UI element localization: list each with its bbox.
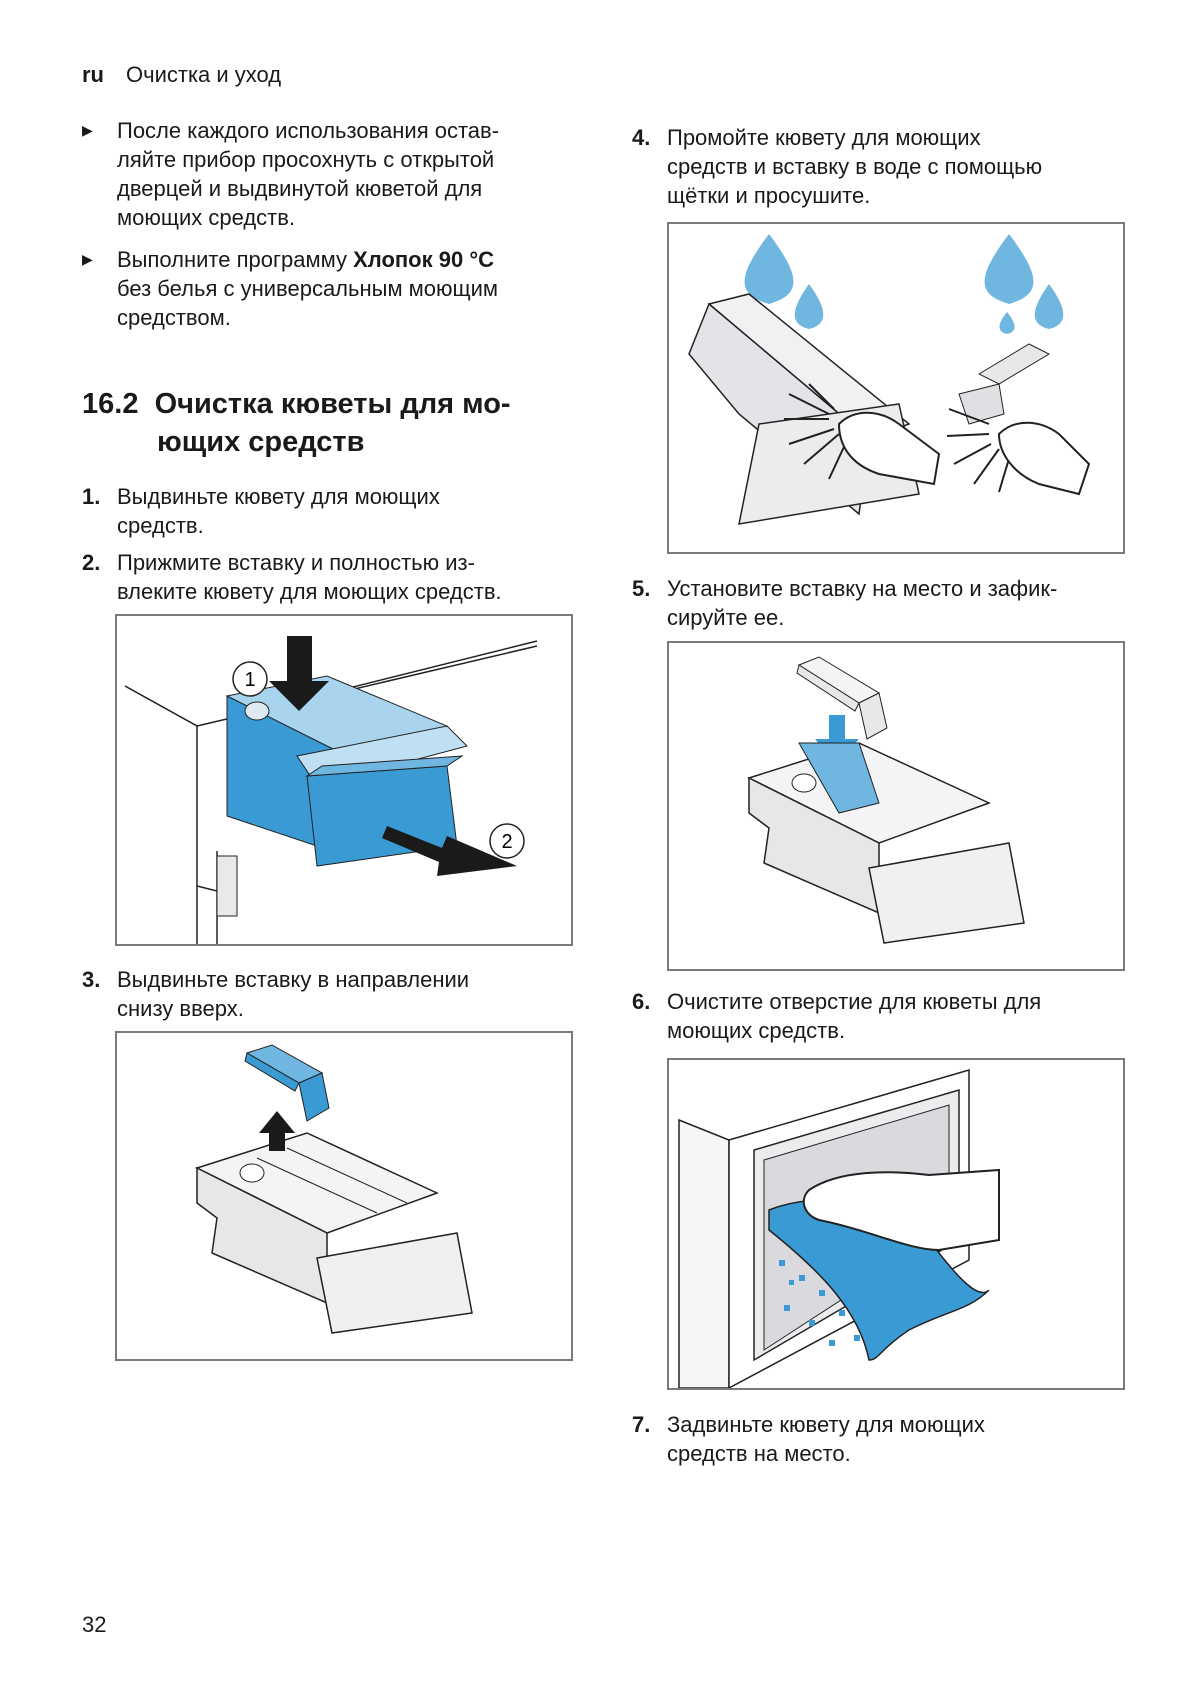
text-line: моющих средств.	[667, 1018, 846, 1043]
step-6-text: Очистите отверстие для кюветы для моющих…	[667, 987, 1041, 1045]
language-code: ru	[82, 62, 104, 87]
step-number: 7.	[632, 1412, 651, 1437]
reinsert-illustration	[747, 656, 1025, 944]
step-number: 3.	[82, 967, 101, 992]
text-line: ляйте прибор просохнуть с открытой	[117, 147, 495, 172]
marker-2-label: 2	[501, 831, 512, 853]
step-5-text: Установите вставку на место и зафик- сир…	[667, 574, 1057, 632]
heading-line: 16.2 Очистка кюветы для мо-	[82, 385, 511, 423]
figure-lift-insert	[115, 1031, 573, 1361]
drawer-removal-illustration: 1 2	[124, 636, 538, 944]
heading-number: 16.2	[82, 388, 139, 420]
marker-1-label: 1	[244, 669, 255, 691]
text-line: Выполните программу Хлопок 90 °C	[117, 245, 498, 274]
heading-line: ющих средств	[157, 426, 365, 458]
program-name: Хлопок 90 °C	[353, 247, 495, 272]
insert-lift-illustration	[195, 1044, 473, 1334]
text-span: Выполните программу	[117, 247, 354, 272]
section-title: Очистка и уход	[126, 62, 282, 87]
bullet-triangle-icon: ▶	[82, 251, 93, 267]
figure-clean-opening	[667, 1058, 1125, 1390]
page-number: 32	[82, 1612, 107, 1637]
bullet-paragraph-2: Выполните программу Хлопок 90 °C без бел…	[117, 245, 498, 332]
text-line: После каждого использования остав-	[117, 118, 500, 143]
step-number: 6.	[632, 989, 651, 1014]
step-4-text: Промойте кювету для моющих средств и вст…	[667, 123, 1042, 210]
text-line: средств на место.	[667, 1441, 851, 1466]
step-2-text: Прижмите вставку и полностью из- влеките…	[117, 548, 502, 606]
step-1-text: Выдвиньте кювету для моющих средств.	[117, 482, 440, 540]
text-line: Задвиньте кювету для моющих	[667, 1412, 985, 1437]
text-line: сируйте ее.	[667, 605, 785, 630]
text-line: Выдвиньте вставку в направлении	[117, 967, 470, 992]
step-3-text: Выдвиньте вставку в направлении снизу вв…	[117, 965, 469, 1023]
text-line: Установите вставку на место и зафик-	[667, 576, 1058, 601]
text-line: Промойте кювету для моющих	[667, 125, 981, 150]
figure-remove-drawer: 1 2	[115, 614, 573, 946]
bullet-paragraph-1: После каждого использования остав- ляйте…	[117, 116, 499, 232]
text-line: средств и вставку в воде с помощью	[667, 154, 1043, 179]
step-number: 2.	[82, 550, 101, 575]
text-line: средств.	[117, 513, 204, 538]
text-line: щётки и просушите.	[667, 183, 871, 208]
text-line: средством.	[117, 305, 231, 330]
section-heading: 16.2 Очистка кюветы для мо- ющих средств	[82, 385, 511, 461]
text-line: снизу вверх.	[117, 996, 244, 1021]
text-line: дверцей и выдвинутой кюветой для	[117, 176, 483, 201]
text-line: Очистите отверстие для кюветы для	[667, 989, 1042, 1014]
text-line: моющих средств.	[117, 205, 296, 230]
step-number: 4.	[632, 125, 651, 150]
text-line: Прижмите вставку и полностью из-	[117, 550, 475, 575]
text-line: без белья с универсальным моющим	[117, 276, 499, 301]
marker-2	[489, 823, 525, 859]
bullet-triangle-icon: ▶	[82, 122, 93, 138]
figure-wash-drawer	[667, 222, 1125, 554]
heading-text: Очистка кюветы для мо-	[154, 388, 511, 420]
step-number: 1.	[82, 484, 101, 509]
washing-illustration	[688, 234, 1091, 525]
step-7-text: Задвиньте кювету для моющих средств на м…	[667, 1410, 985, 1468]
figure-reinsert	[667, 641, 1125, 971]
running-header: ru Очистка и уход	[82, 62, 281, 88]
cleaning-opening-illustration	[678, 1069, 1000, 1388]
text-line: влеките кювету для моющих средств.	[117, 579, 502, 604]
step-number: 5.	[632, 576, 651, 601]
text-line: Выдвиньте кювету для моющих	[117, 484, 440, 509]
marker-1	[232, 661, 268, 697]
